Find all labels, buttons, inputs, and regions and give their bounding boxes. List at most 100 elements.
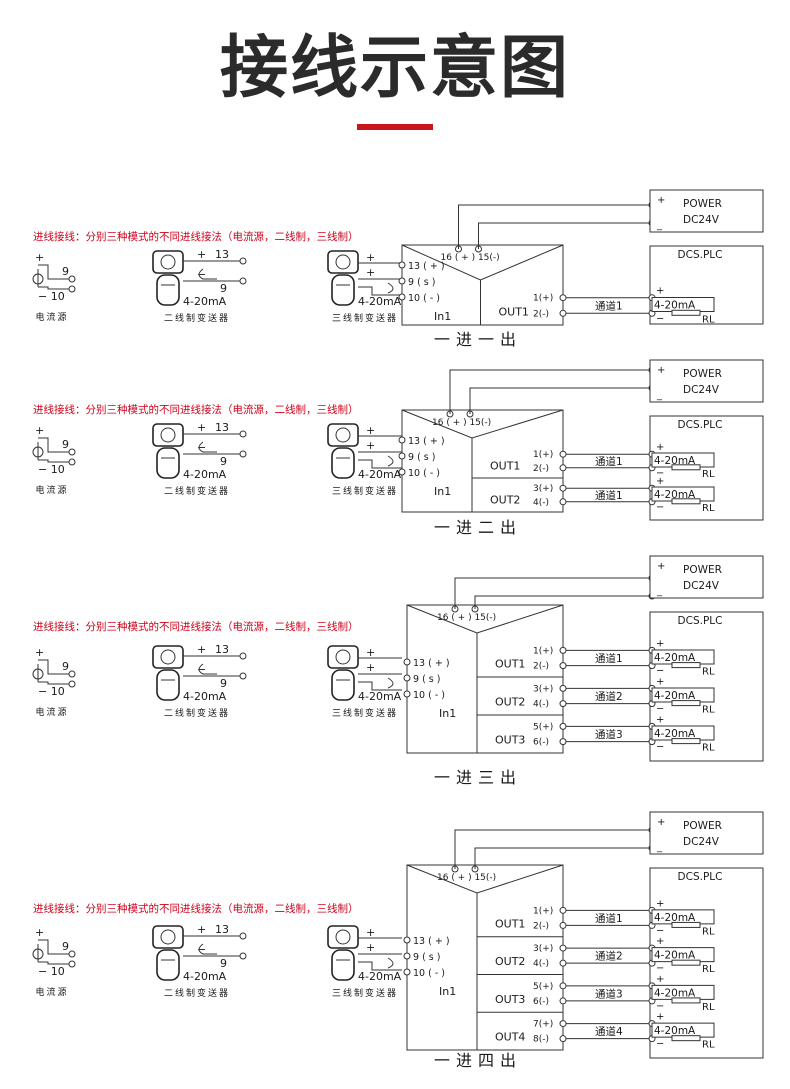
svg-text:+: + — [366, 941, 375, 954]
terminal — [239, 257, 247, 265]
output-neg-label: 8(-) — [533, 1035, 549, 1045]
terminal — [559, 906, 567, 914]
svg-text:−: − — [656, 742, 664, 753]
terminal — [559, 921, 567, 929]
terminal-9-label: 9 — [220, 677, 227, 690]
transmitter-dial — [160, 427, 176, 443]
output-pos-label: 1(+) — [533, 294, 553, 304]
terminal — [68, 680, 76, 688]
output-label: OUT2 — [495, 696, 525, 709]
terminal — [559, 498, 567, 506]
terminal — [559, 997, 567, 1005]
channel-label: 通道2 — [595, 950, 623, 963]
terminal — [559, 738, 567, 746]
output-pos-label: 3(+) — [533, 684, 553, 694]
svg-text:_: _ — [656, 842, 663, 853]
input-terminal-label: 13 ( + ) — [408, 436, 445, 447]
resistor-icon — [671, 700, 701, 707]
transmitter-head — [152, 925, 184, 949]
rl-label: RL — [702, 667, 715, 678]
loop-arrow-icon — [387, 282, 394, 294]
svg-text:+: + — [197, 643, 206, 656]
terminal-9-label: 9 — [62, 438, 69, 451]
current-source-label: 电流源 — [35, 484, 68, 496]
transmitter-head — [152, 250, 184, 274]
resistor-icon — [671, 921, 701, 928]
terminal — [68, 950, 76, 958]
transmitter-head — [152, 423, 184, 447]
dcs-plc-label: DCS.PLC — [678, 419, 723, 431]
input-terminal-label: 9 ( s ) — [408, 452, 435, 463]
terminal — [559, 294, 567, 302]
loop-arrow-icon — [387, 455, 394, 467]
svg-text:−: − — [656, 925, 664, 936]
loop-arrow-icon — [198, 943, 217, 955]
input-terminal — [403, 674, 411, 682]
output-label: OUT2 — [495, 955, 525, 968]
terminal-10-label: − 10 — [38, 685, 65, 698]
power-label: POWER — [683, 564, 722, 576]
svg-text:−: − — [656, 1039, 664, 1050]
svg-text:+: + — [197, 421, 206, 434]
input-terminal — [403, 968, 411, 976]
resistor-icon — [671, 498, 701, 505]
loop-arrow-icon — [387, 677, 394, 689]
terminal — [68, 285, 76, 293]
transmitter-head — [327, 925, 359, 949]
input-terminal-label: 9 ( s ) — [413, 674, 440, 685]
output-label: OUT4 — [495, 1031, 525, 1044]
input-terminal — [398, 293, 406, 301]
input-terminal-label: 10 ( - ) — [408, 293, 440, 304]
svg-text:−: − — [197, 663, 206, 676]
terminal — [68, 960, 76, 968]
dc24v-label: DC24V — [683, 384, 720, 396]
terminal — [559, 959, 567, 967]
module-box — [406, 604, 564, 754]
svg-text:+: + — [657, 365, 665, 376]
module-box — [401, 244, 564, 326]
rl-label: RL — [702, 503, 715, 514]
svg-text:−: − — [197, 268, 206, 281]
svg-text:+: + — [656, 898, 664, 909]
output-neg-label: 4(-) — [533, 959, 549, 969]
three-wire-label: 三线制变送器 — [332, 987, 398, 999]
terminal — [68, 458, 76, 466]
ma-label: 4-20mA — [654, 690, 696, 702]
terminal — [559, 464, 567, 472]
wiring-note: 进线接线：分别三种模式的不同进线接法（电流源，二线制，三线制） — [33, 620, 359, 633]
output-label: OUT2 — [490, 494, 520, 507]
output-label: OUT1 — [490, 460, 520, 473]
terminal — [68, 275, 76, 283]
svg-text:+: + — [656, 286, 664, 297]
title-underline — [357, 124, 433, 130]
svg-text:+: + — [366, 424, 375, 437]
ma-label: 4-20mA — [654, 1025, 696, 1037]
input-terminal-label: 13 ( + ) — [413, 658, 450, 669]
transmitter-body — [156, 447, 180, 479]
output-label: OUT1 — [495, 917, 525, 930]
terminal-10-label: − 10 — [38, 290, 65, 303]
input-terminal-label: 9 ( s ) — [413, 952, 440, 963]
two-wire-transmitter-icon — [152, 645, 184, 701]
transmitter-dial — [160, 254, 176, 270]
input-terminal — [403, 690, 411, 698]
dcs-plc-box — [649, 415, 764, 521]
wiring-note: 进线接线：分别三种模式的不同进线接法（电流源，二线制，三线制） — [33, 902, 359, 915]
terminal — [559, 684, 567, 692]
ma-label: 4-20mA — [358, 295, 402, 308]
terminal — [559, 484, 567, 492]
output-neg-label: 2(-) — [533, 921, 549, 931]
resistor-icon — [671, 464, 701, 471]
channel-label: 通道3 — [595, 987, 623, 1000]
